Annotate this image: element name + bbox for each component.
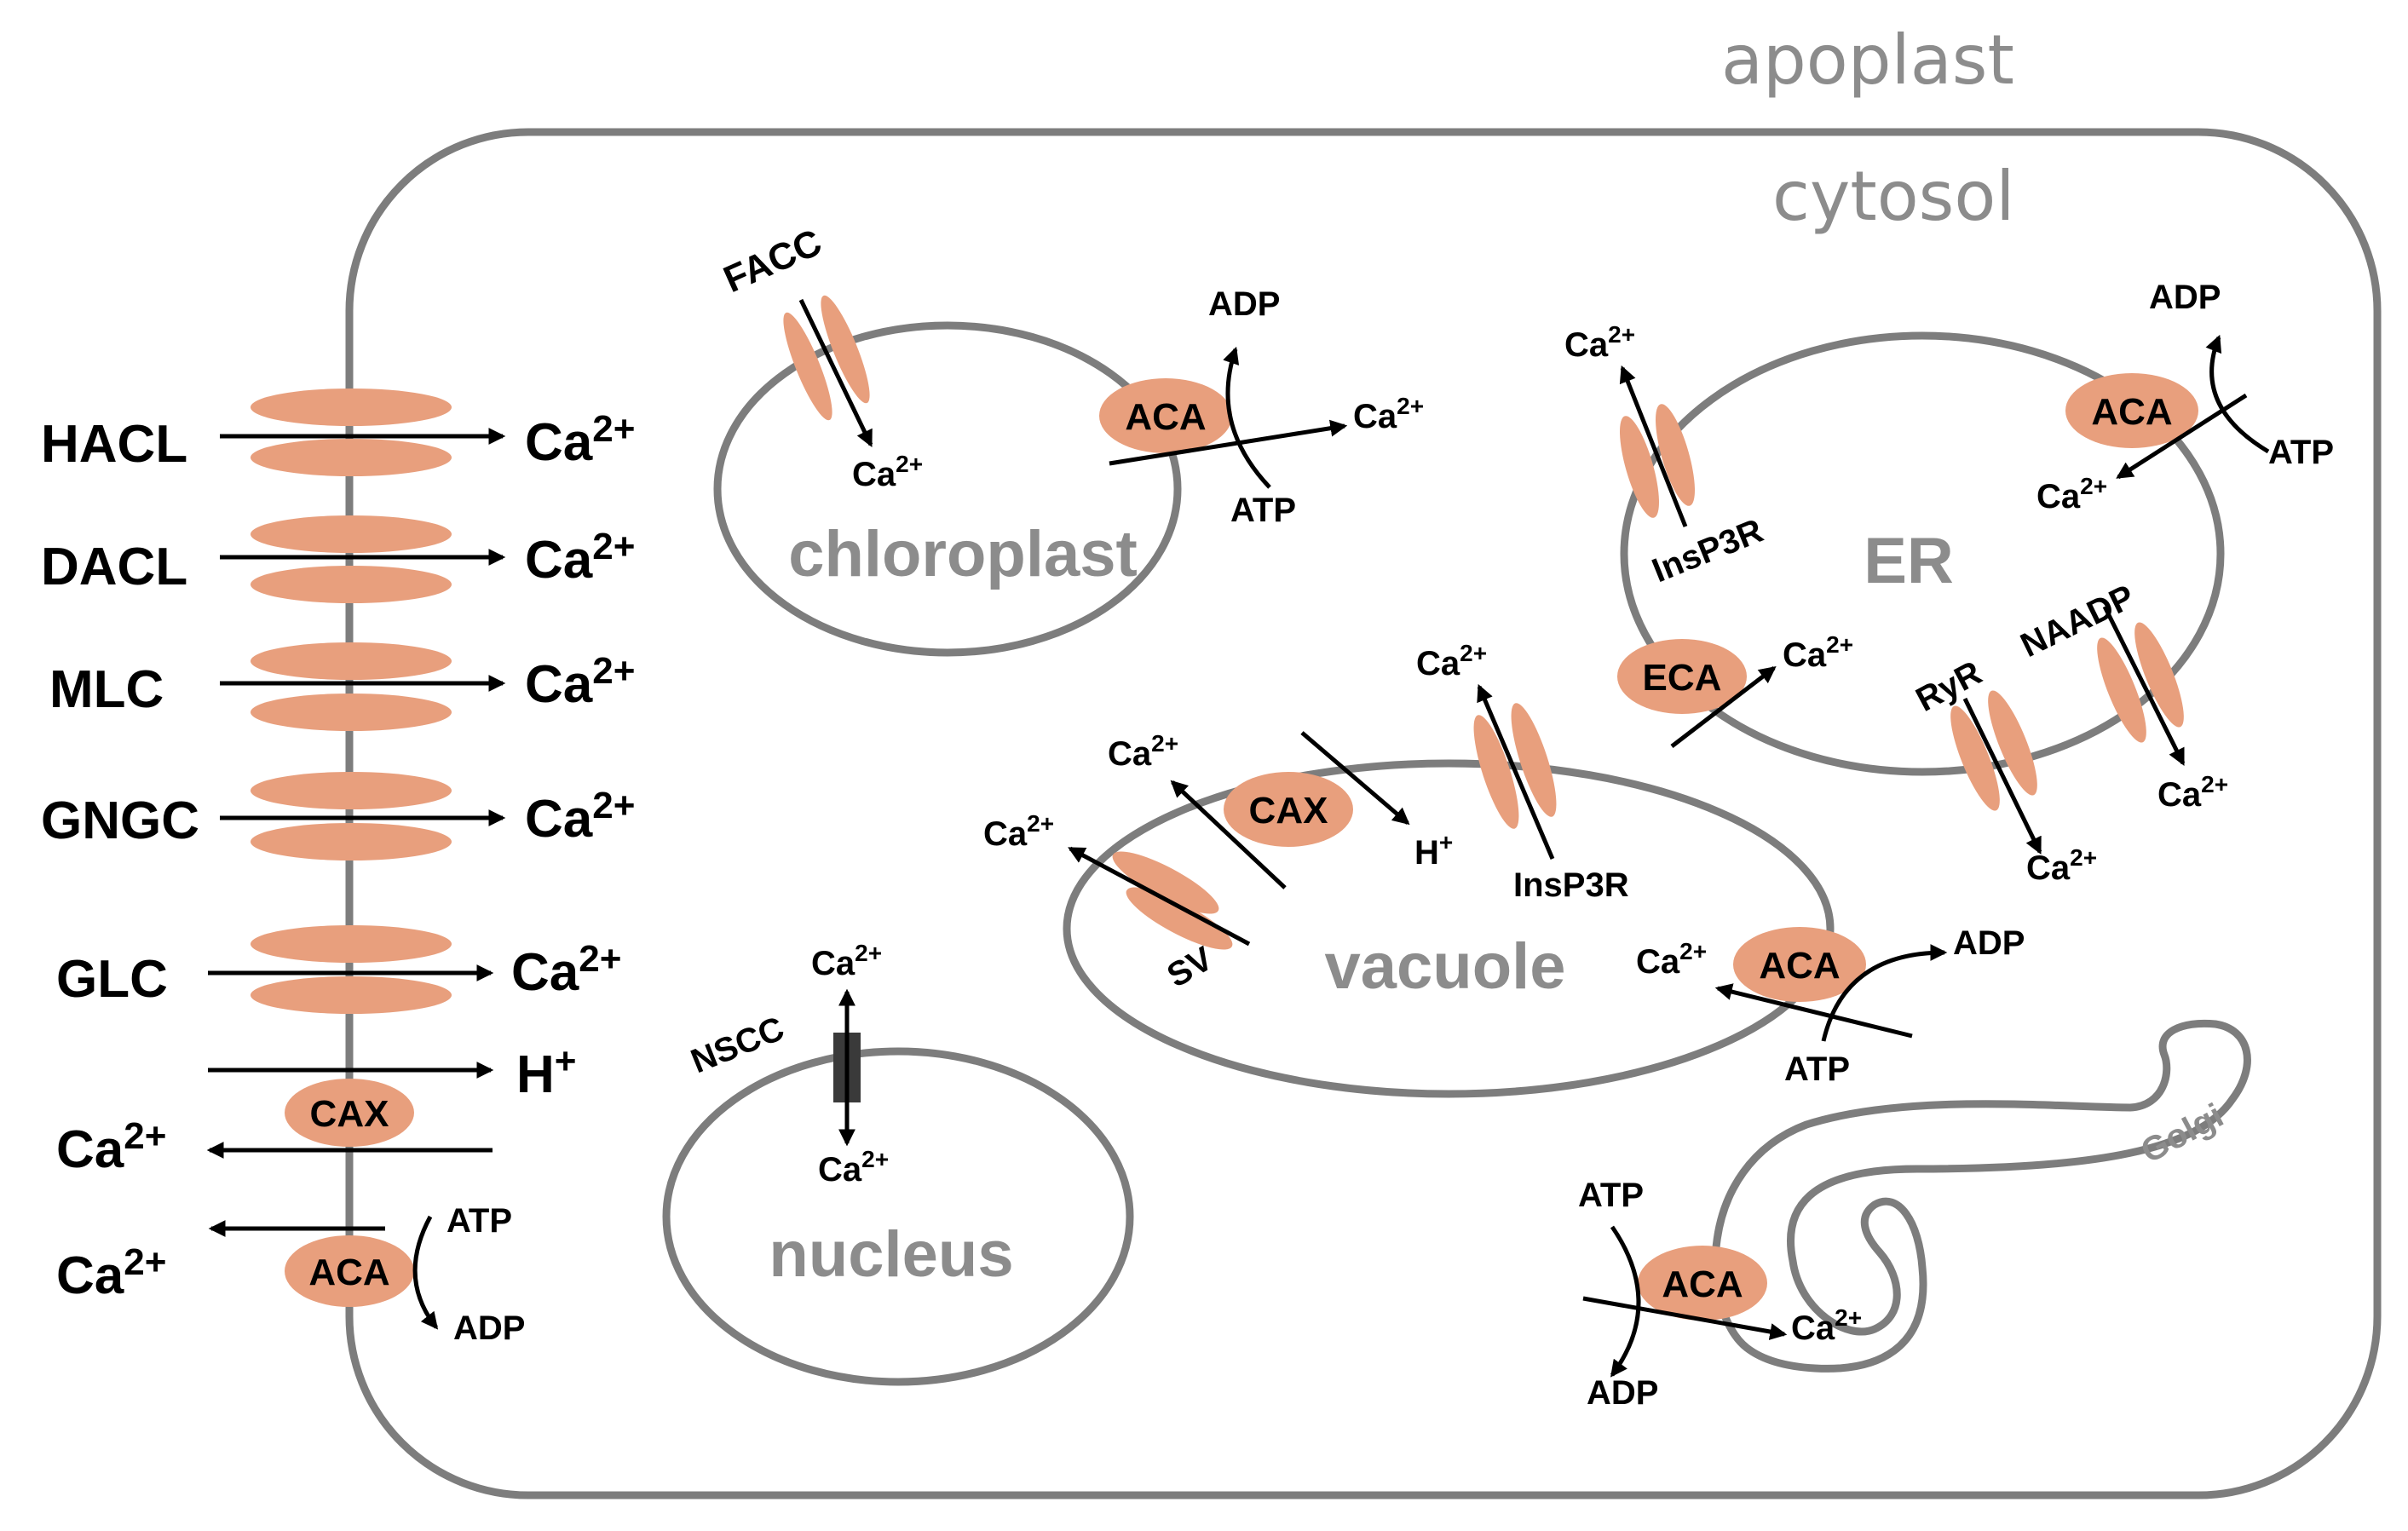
atp-label: ATP bbox=[446, 1202, 512, 1240]
gngc-label: GNGC bbox=[41, 791, 199, 850]
plasma-membrane bbox=[345, 128, 2382, 1499]
ca-ion-label: Ca2+ bbox=[983, 810, 1054, 853]
nucleus: nucleus NSCC Ca2+ Ca2+ bbox=[662, 940, 1134, 1386]
pm-channel-gngc: GNGC Ca2+ bbox=[41, 772, 635, 860]
chloroplast: chloroplast FACC Ca2+ ACA ADP ATP Ca2+ bbox=[713, 222, 1424, 657]
cytosol-label: cytosol bbox=[1772, 157, 2015, 236]
aca-protein bbox=[2065, 373, 2198, 448]
insp3r-channel-half bbox=[1620, 416, 1659, 518]
sv-channel-half bbox=[1126, 887, 1233, 950]
dacl-label: DACL bbox=[41, 538, 187, 596]
cax-protein bbox=[1224, 772, 1353, 847]
ca-ion-label: Ca2+ bbox=[1783, 631, 1853, 674]
adp-label: ADP bbox=[2149, 279, 2221, 316]
atp-label: ATP bbox=[1578, 1177, 1644, 1214]
atp-label: ATP bbox=[1784, 1050, 1850, 1088]
golgi: Golgi ACA ATP ADP Ca2+ bbox=[1578, 1019, 2251, 1412]
aca-protein bbox=[1099, 378, 1232, 453]
sv-channel-half bbox=[1112, 851, 1219, 914]
adp-label: ADP bbox=[1953, 924, 2025, 962]
golgi-membrane bbox=[1711, 1019, 2251, 1373]
ca-ion-label: Ca2+ bbox=[2026, 844, 2097, 887]
pm-aca-pump: ACA ATP ADP Ca2+ bbox=[56, 1202, 525, 1347]
h-ion-label: H+ bbox=[1414, 829, 1453, 872]
ryr-channel-half bbox=[1950, 705, 2000, 811]
vacuole-membrane bbox=[1063, 759, 1835, 1098]
atp-label: ATP bbox=[1230, 492, 1296, 529]
aca-label: ACA bbox=[1662, 1263, 1743, 1305]
ca-ion-label: Ca2+ bbox=[525, 408, 635, 472]
ca-ion-label: Ca2+ bbox=[1564, 321, 1635, 364]
glc-label: GLC bbox=[56, 950, 168, 1009]
pm-channel-hacl: HACL Ca2+ bbox=[41, 389, 635, 476]
cax-label: CAX bbox=[310, 1093, 389, 1135]
pm-cax-antiporter: H+ CAX Ca2+ bbox=[56, 1040, 576, 1179]
facc-channel-half bbox=[783, 312, 832, 421]
aca-label: ACA bbox=[308, 1252, 389, 1293]
ryr-label: RyR bbox=[1910, 653, 1988, 718]
nucleus-membrane bbox=[662, 1047, 1134, 1386]
ca-ion-label: Ca2+ bbox=[2157, 771, 2228, 814]
atp-label: ATP bbox=[2268, 434, 2334, 471]
chloroplast-membrane bbox=[713, 321, 1182, 657]
cax-label: CAX bbox=[1249, 790, 1328, 832]
insp3r-channel-half bbox=[1656, 404, 1695, 506]
ca-ion-label: Ca2+ bbox=[511, 938, 621, 1002]
ca-ion-label: Ca2+ bbox=[1791, 1304, 1862, 1347]
er-label: ER bbox=[1864, 525, 1954, 597]
facc-channel-half bbox=[821, 295, 870, 404]
ca-ion-label: Ca2+ bbox=[56, 1241, 166, 1305]
aca-label: ACA bbox=[2091, 391, 2172, 433]
nucleus-label: nucleus bbox=[769, 1218, 1013, 1291]
ca-ion-label: Ca2+ bbox=[1108, 730, 1178, 773]
ryr-channel-half bbox=[1988, 690, 2037, 796]
insp3r-channel-half bbox=[1511, 703, 1557, 817]
facc-label: FACC bbox=[717, 222, 827, 301]
adp-label: ADP bbox=[453, 1309, 525, 1347]
hacl-label: HACL bbox=[41, 415, 187, 474]
chloroplast-label: chloroplast bbox=[788, 518, 1138, 590]
aca-label: ACA bbox=[1125, 396, 1206, 438]
ca-ion-label: Ca2+ bbox=[1353, 393, 1424, 435]
cax-protein bbox=[285, 1079, 414, 1147]
ca-ion-label: Ca2+ bbox=[818, 1146, 889, 1189]
adp-label: ADP bbox=[1208, 285, 1280, 323]
sv-label: SV bbox=[1161, 940, 1219, 995]
ca-ion-label: Ca2+ bbox=[525, 526, 635, 590]
pm-channel-mlc: MLC Ca2+ bbox=[49, 642, 635, 731]
ca-ion-label: Ca2+ bbox=[56, 1115, 166, 1179]
insp3r-label: InsP3R bbox=[1647, 512, 1768, 590]
ca-ion-label: Ca2+ bbox=[2036, 473, 2107, 515]
ca-ion-label: Ca2+ bbox=[811, 940, 882, 982]
eca-label: ECA bbox=[1643, 657, 1722, 699]
eca-protein bbox=[1617, 639, 1747, 714]
naadp-channel-half bbox=[2097, 637, 2146, 743]
ca-ion-label: Ca2+ bbox=[1416, 640, 1487, 682]
aca-protein bbox=[1638, 1246, 1767, 1321]
aca-protein bbox=[1733, 927, 1866, 1002]
apoplast-label: apoplast bbox=[1721, 20, 2014, 100]
vacuole-label: vacuole bbox=[1324, 930, 1565, 1003]
ca-ion-label: Ca2+ bbox=[1636, 938, 1707, 981]
vacuole: vacuole CAX Ca2+ H+ Ca2+ InsP3R Ca2+ SV … bbox=[983, 640, 2025, 1098]
pm-channel-glc: GLC Ca2+ bbox=[56, 925, 621, 1014]
ca-ion-label: Ca2+ bbox=[852, 451, 923, 493]
ca-ion-label: Ca2+ bbox=[525, 650, 635, 714]
pm-channel-dacl: DACL Ca2+ bbox=[41, 515, 635, 603]
er-membrane bbox=[1620, 331, 2225, 776]
mlc-label: MLC bbox=[49, 660, 164, 719]
naadp-label: NAADP bbox=[2015, 578, 2140, 665]
golgi-label: Golgi bbox=[2135, 1096, 2230, 1171]
aca-protein bbox=[285, 1235, 414, 1307]
adp-label: ADP bbox=[1587, 1374, 1658, 1412]
ca-ion-label: Ca2+ bbox=[525, 785, 635, 849]
nscc-label: NSCC bbox=[686, 1010, 790, 1080]
insp3r-channel-half bbox=[1473, 715, 1519, 829]
h-ion-label: H+ bbox=[516, 1040, 576, 1104]
naadp-channel-half bbox=[2134, 622, 2184, 728]
insp3r-label: InsP3R bbox=[1513, 866, 1629, 904]
aca-label: ACA bbox=[1759, 945, 1840, 987]
